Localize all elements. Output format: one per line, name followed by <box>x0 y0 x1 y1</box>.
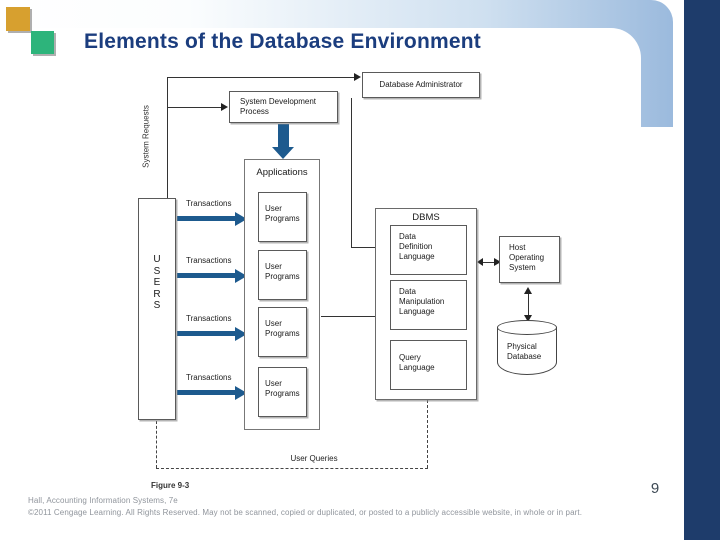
user-queries-vline-right <box>427 400 428 468</box>
figure-caption: Figure 9-3 <box>151 481 190 490</box>
user-programs-box-2: User Programs <box>258 250 307 300</box>
system-development-process-label: System Development Process <box>240 97 317 116</box>
users-box: U S E R S <box>138 198 176 420</box>
transactions-label-4: Transactions <box>186 373 232 382</box>
physical-database-cylinder: Physical Database <box>497 320 559 378</box>
gold-square-decoration <box>6 7 30 31</box>
physical-database-label: Physical Database <box>507 342 542 361</box>
db-admin-down-line <box>351 98 352 247</box>
data-definition-language-label: Data Definition Language <box>399 232 435 261</box>
arrowhead-down-to-physdb <box>524 315 532 322</box>
database-administrator-box: Database Administrator <box>362 72 480 98</box>
data-definition-language-box: Data Definition Language <box>390 225 467 275</box>
user-programs-box-3: User Programs <box>258 307 307 357</box>
user-programs-box-1: User Programs <box>258 192 307 242</box>
query-language-box: Query Language <box>390 340 467 390</box>
footer-copyright: ©2011 Cengage Learning. All Rights Reser… <box>28 508 583 517</box>
page-title: Elements of the Database Environment <box>84 30 481 53</box>
transactions-arrow-4 <box>177 390 235 395</box>
transactions-arrow-1 <box>177 216 235 221</box>
user-programs-box-4: User Programs <box>258 367 307 417</box>
user-queries-hline <box>156 468 428 469</box>
arrowhead-up-to-hostos <box>524 287 532 294</box>
query-language-label: Query Language <box>399 353 435 372</box>
line-to-ddl <box>351 247 384 248</box>
dbms-label: DBMS <box>412 212 440 223</box>
cylinder-top <box>497 320 557 335</box>
system-requests-line <box>167 77 168 198</box>
arrowhead-to-sys-dev <box>221 103 228 111</box>
data-manipulation-language-label: Data Manipulation Language <box>399 287 445 316</box>
line-to-db-admin <box>167 77 355 78</box>
user-programs-label-4: User Programs <box>265 379 300 398</box>
sysdev-to-apps-arrow-head <box>272 147 294 159</box>
arrowhead-to-db-admin <box>354 73 361 81</box>
host-operating-system-label: Host Operating System <box>509 243 545 272</box>
sysdev-to-apps-arrow-shaft <box>278 124 289 148</box>
users-letter-s1: S <box>153 265 161 277</box>
users-letter-s2: S <box>153 300 161 311</box>
line-to-sys-dev <box>167 107 222 108</box>
transactions-label-1: Transactions <box>186 199 232 208</box>
data-manipulation-language-box: Data Manipulation Language <box>390 280 467 330</box>
cylinder-body <box>497 327 557 375</box>
users-letter-r: R <box>153 288 161 300</box>
transactions-label-2: Transactions <box>186 256 232 265</box>
user-queries-label: User Queries <box>290 454 338 463</box>
transactions-label-3: Transactions <box>186 314 232 323</box>
line-hostos-physdb <box>528 292 529 316</box>
right-accent-bar <box>684 0 720 540</box>
line-apps-to-dml <box>321 316 383 317</box>
applications-label: Applications <box>256 167 308 178</box>
system-requests-label: System Requests <box>141 105 151 168</box>
users-letter-u: U <box>153 254 161 265</box>
page-number: 9 <box>650 480 660 497</box>
users-letter-e: E <box>153 277 161 288</box>
transactions-arrow-2 <box>177 273 235 278</box>
footer-citation: Hall, Accounting Information Systems, 7e <box>28 496 178 505</box>
user-queries-vline-left <box>156 421 157 468</box>
arrowhead-to-hostos <box>494 258 501 266</box>
arrowhead-to-dbms <box>477 258 483 266</box>
green-square-decoration <box>31 31 54 54</box>
transactions-arrow-3 <box>177 331 235 336</box>
user-programs-label-2: User Programs <box>265 262 300 281</box>
system-development-process-box: System Development Process <box>229 91 338 123</box>
line-dbms-hostos <box>482 262 495 263</box>
user-programs-label-3: User Programs <box>265 319 300 338</box>
user-programs-label-1: User Programs <box>265 204 300 223</box>
host-operating-system-box: Host Operating System <box>499 236 560 283</box>
